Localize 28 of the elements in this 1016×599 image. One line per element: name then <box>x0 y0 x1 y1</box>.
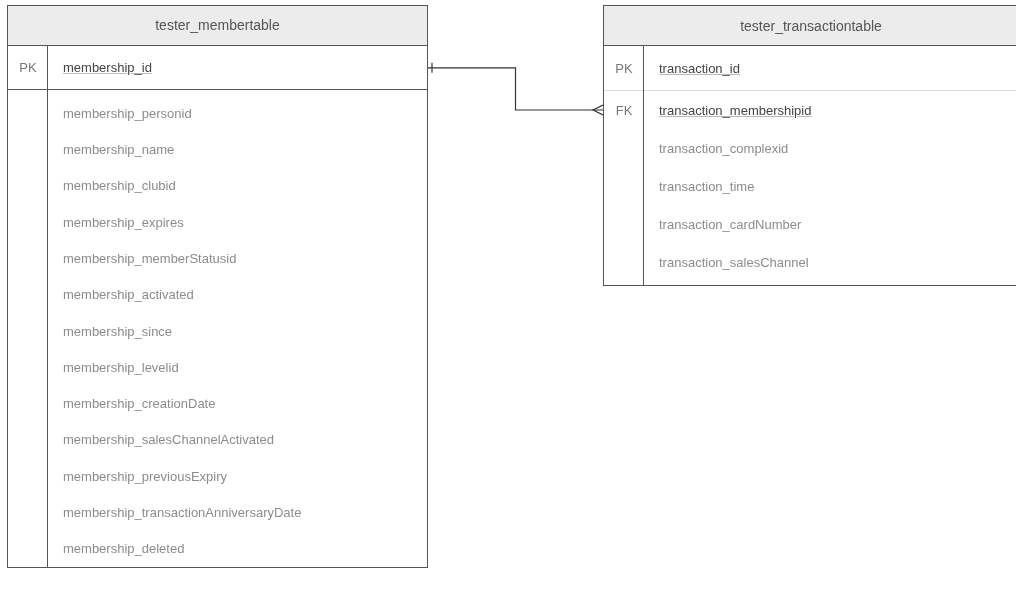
field-name: membership_deleted <box>62 541 185 557</box>
field-name: membership_transactionAnniversaryDate <box>62 505 302 521</box>
field-name: transaction_salesChannel <box>658 254 809 270</box>
field-name: membership_since <box>62 323 173 339</box>
key-label: FK <box>614 102 634 118</box>
table-header: tester_transactiontable <box>604 6 1016 46</box>
field-name: membership_levelid <box>62 359 179 375</box>
field-name: transaction_complexid <box>658 140 789 156</box>
field-name: transaction_time <box>658 178 755 194</box>
field-name: membership_expires <box>62 214 184 230</box>
field-name: transaction_cardNumber <box>658 216 802 232</box>
key-label: PK <box>18 59 38 75</box>
field-name: membership_personid <box>62 105 192 121</box>
field-name: membership_previousExpiry <box>62 468 227 484</box>
entity-table <box>603 5 1016 286</box>
table-header: tester_membertable <box>8 6 427 46</box>
field-name: membership_activated <box>62 287 194 303</box>
field-name: transaction_id <box>658 60 740 76</box>
field-name: membership_salesChannelActivated <box>62 432 274 448</box>
key-label: PK <box>614 60 634 76</box>
field-name: membership_memberStatusid <box>62 250 237 266</box>
field-name: transaction_membershipid <box>658 102 812 118</box>
field-name: membership_name <box>62 142 175 158</box>
field-name: membership_id <box>62 59 152 75</box>
entity-table <box>7 5 428 568</box>
relationship-line <box>427 62 604 116</box>
field-name: membership_creationDate <box>62 396 216 412</box>
field-name: membership_clubid <box>62 178 176 194</box>
